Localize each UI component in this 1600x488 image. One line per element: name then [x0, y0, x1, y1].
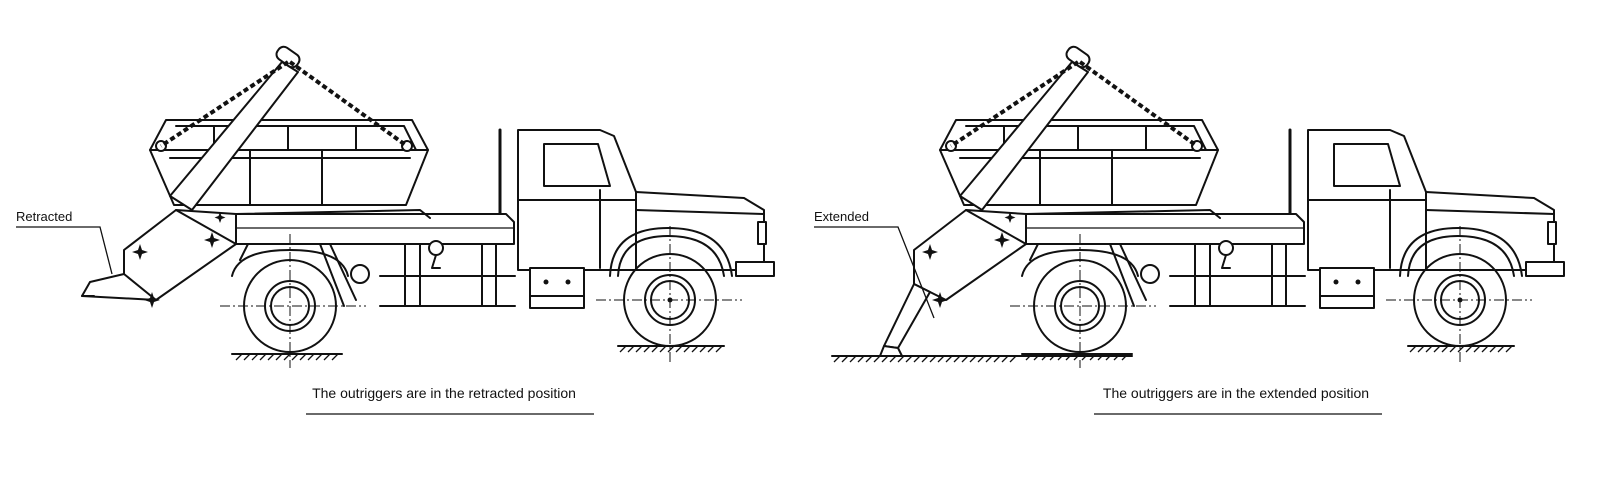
- caption-retracted: The outriggers are in the retracted posi…: [312, 385, 576, 401]
- truck-drawing-retracted: [81, 42, 776, 370]
- callout-leader-retracted: [16, 226, 113, 275]
- callout-label-retracted: Retracted: [16, 209, 72, 224]
- truck-drawing-extended: [831, 42, 1566, 370]
- callout-label-extended: Extended: [814, 209, 869, 224]
- caption-extended: The outriggers are in the extended posit…: [1103, 385, 1369, 401]
- figure-retracted: Retracted The outriggers are in the retr…: [16, 42, 776, 415]
- figure-extended: Extended The outriggers are in the exten…: [814, 42, 1566, 415]
- callout-leader-extended: [814, 226, 935, 319]
